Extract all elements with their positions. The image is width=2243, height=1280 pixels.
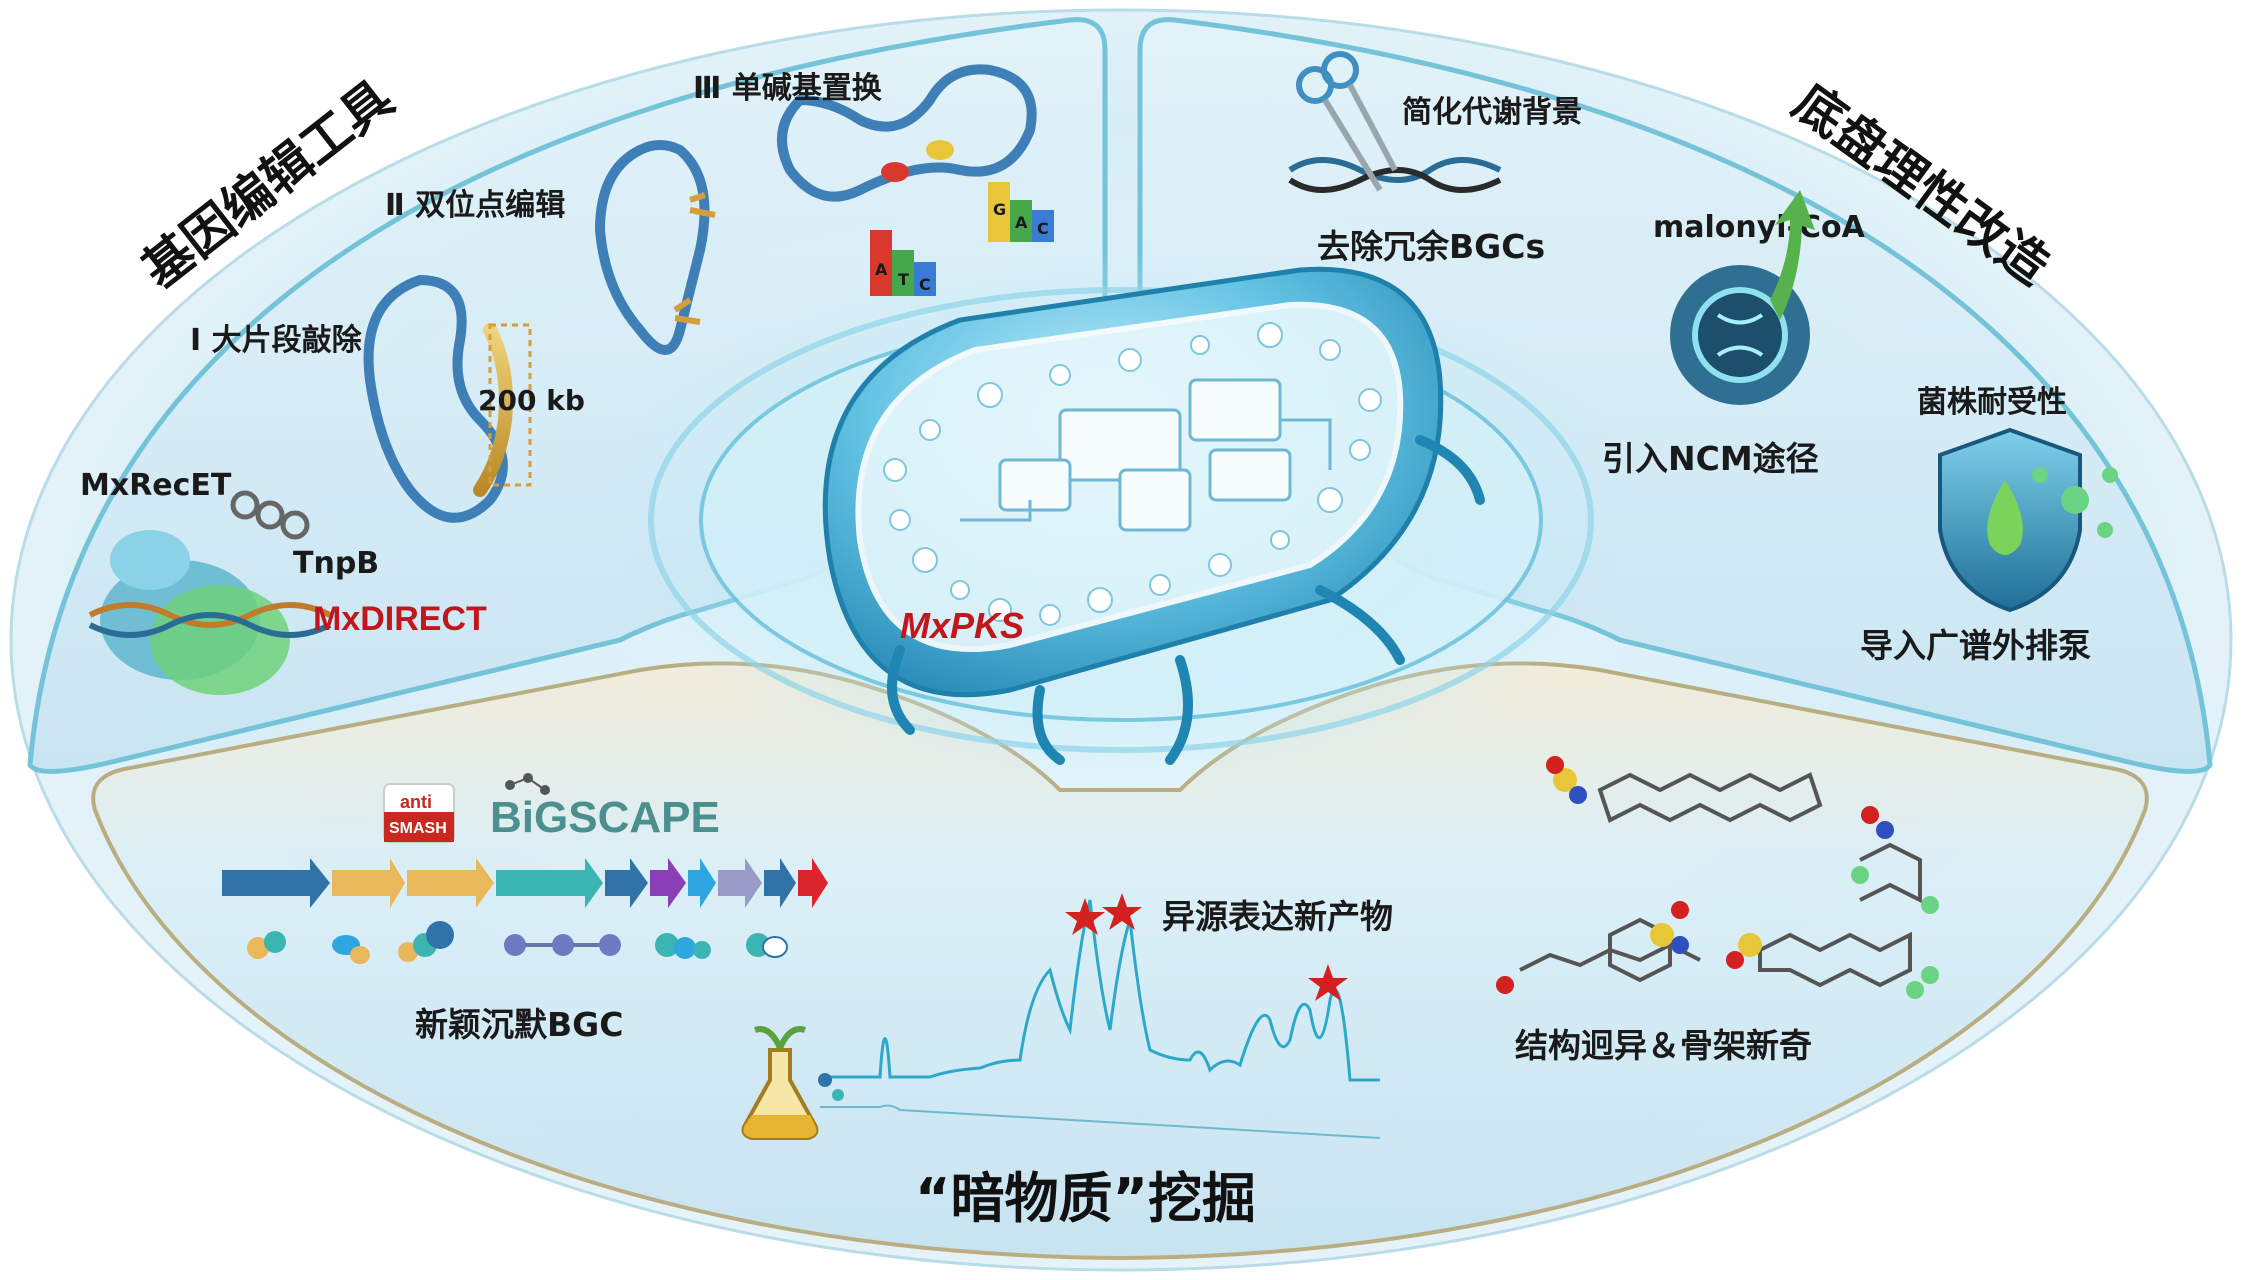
svg-text:C: C <box>1037 219 1049 238</box>
svg-text:G: G <box>993 200 1006 219</box>
protein-dna-complex-icon <box>88 530 332 695</box>
svg-text:C: C <box>919 275 931 294</box>
label-diverse-structures: 结构迥异＆骨架新奇 <box>1515 1026 1812 1065</box>
flask-icon <box>741 1026 844 1140</box>
step-dual-site-editing: Ⅱ 双位点编辑 <box>385 188 565 223</box>
label-heterologous-products: 异源表达新产物 <box>1162 897 1393 936</box>
svg-text:A: A <box>875 260 888 279</box>
bgc-gene-arrows <box>222 858 828 908</box>
svg-text:T: T <box>898 270 909 289</box>
tool-mxrecet: MxRecET <box>80 468 232 503</box>
molecule-atoms <box>1496 756 1939 999</box>
label-novel-silent-bgc: 新颖沉默BGC <box>415 1005 623 1044</box>
cell-label: MxPKS <box>900 605 1024 646</box>
gear-dna-icon <box>1670 190 1815 405</box>
protein-domain-row <box>247 921 788 964</box>
plasmid-dual-site-icon <box>594 140 716 355</box>
scissors-dna-icon <box>1288 51 1502 193</box>
base-stack-right: G A C <box>988 182 1054 242</box>
chromatogram <box>820 899 1381 1139</box>
tnpb-icon <box>230 490 310 540</box>
base-stack-left: A T C <box>870 230 936 296</box>
label-simplify-metabolism: 简化代谢背景 <box>1402 95 1582 130</box>
tool-mxdirect: MxDIRECT <box>313 600 487 638</box>
title-dark-matter-mining: “暗物质”挖掘 <box>915 1167 1256 1230</box>
svg-text:SMASH: SMASH <box>389 820 447 837</box>
tool-tnpb: TnpB <box>293 546 379 581</box>
label-strain-tolerance: 菌株耐受性 <box>1917 385 2067 420</box>
label-ncm-pathway: 引入NCM途径 <box>1602 439 1819 478</box>
svg-text:BiGSCAPE: BiGSCAPE <box>490 793 720 842</box>
plasmid-large-deletion-icon <box>363 274 532 523</box>
antismash-logo: anti SMASH <box>383 783 455 843</box>
svg-text:A: A <box>1015 213 1028 232</box>
shield-pump-icon <box>1938 427 2118 613</box>
plasmid-base-editing-icon <box>777 64 1037 202</box>
svg-text:anti: anti <box>400 792 432 812</box>
size-label-200kb: 200 kb <box>478 384 585 417</box>
label-remove-bgcs: 去除冗余BGCs <box>1317 227 1545 266</box>
step-base-substitution: Ⅲ 单碱基置换 <box>693 71 883 106</box>
bacterium-cell: MxPKS <box>822 266 1485 765</box>
product-stars <box>1065 893 1348 1001</box>
molecule-structures <box>1519 772 1922 988</box>
bigscape-logo: BiGSCAPE <box>490 773 720 842</box>
label-malonyl-coa: malonyl-CoA <box>1653 210 1866 245</box>
label-efflux-pump: 导入广谱外排泵 <box>1860 626 2091 665</box>
center-ring-outer <box>648 287 1594 753</box>
step-large-deletion: Ⅰ 大片段敲除 <box>190 323 363 358</box>
